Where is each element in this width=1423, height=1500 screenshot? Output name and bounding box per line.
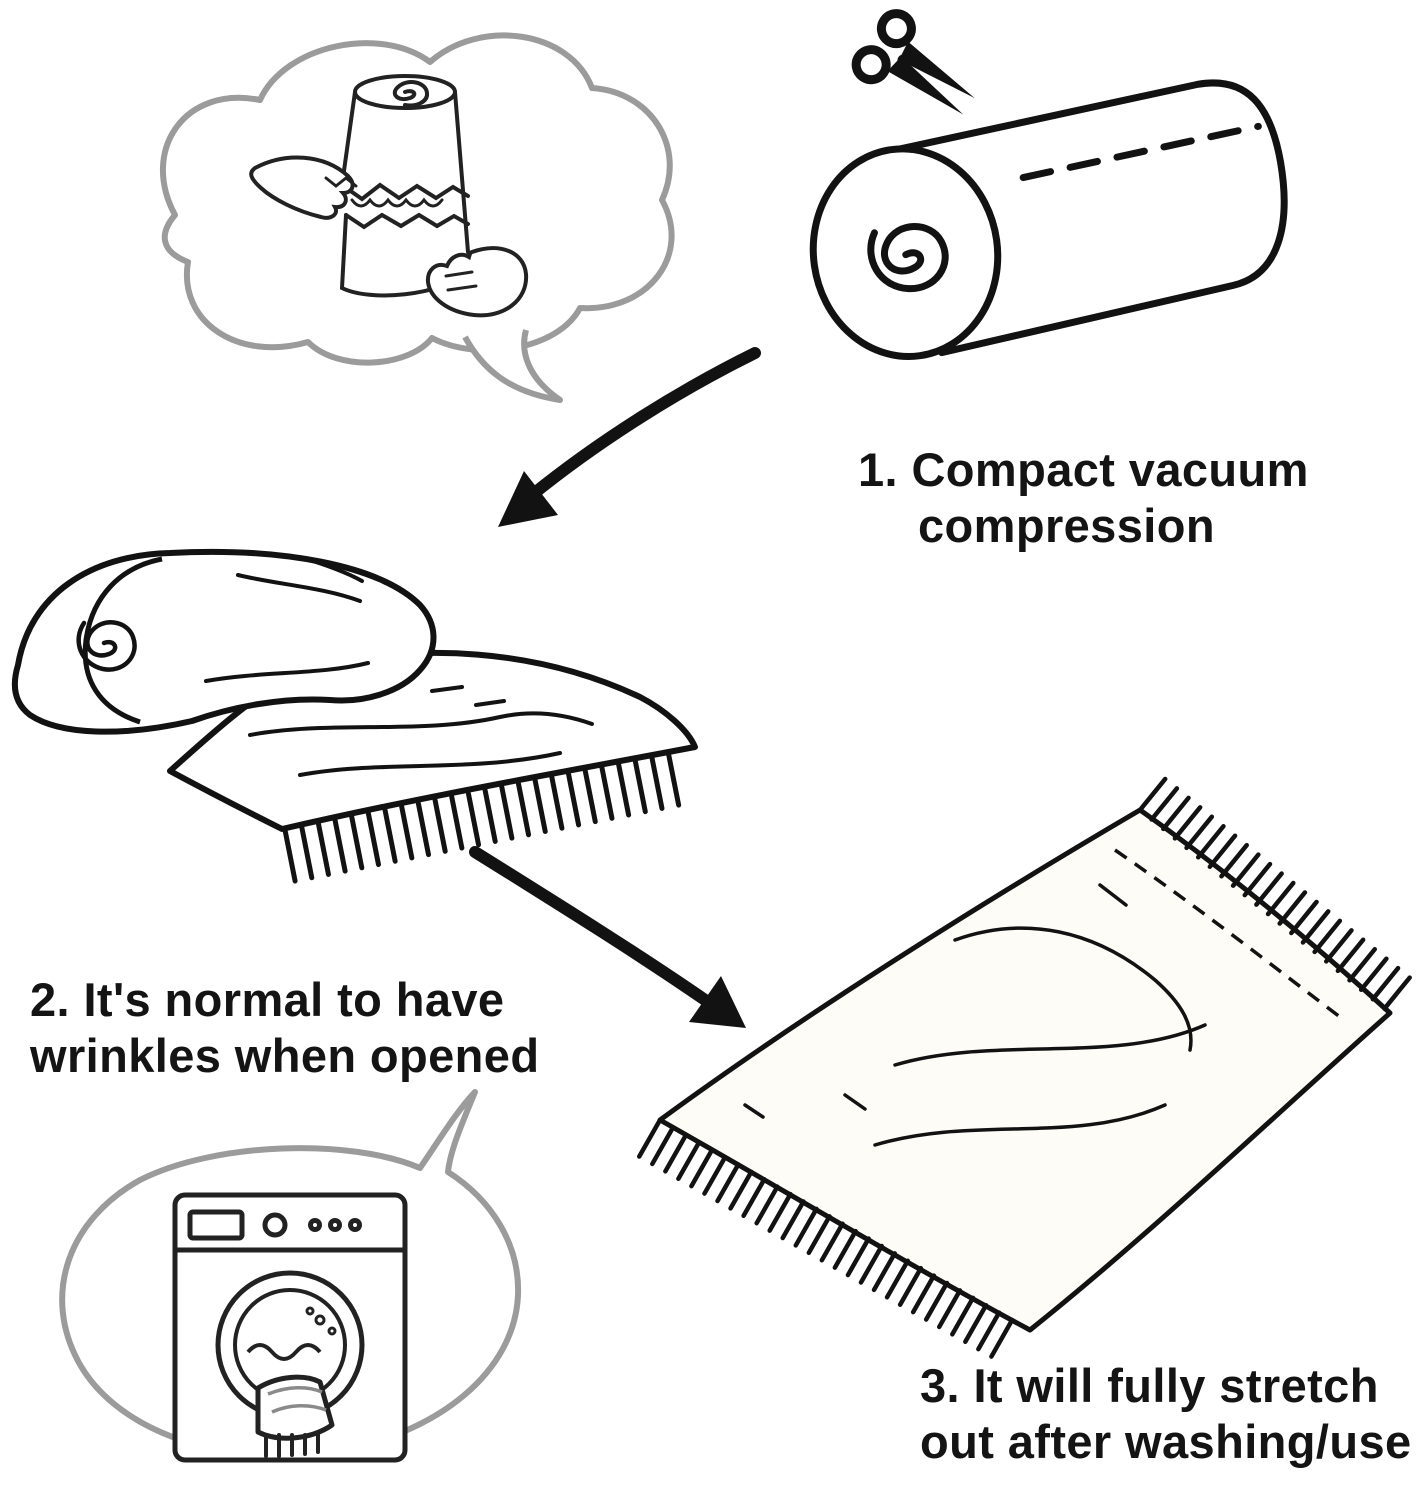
step-3-line-1: 3. It will fully stretch xyxy=(920,1359,1379,1412)
rug-fringe-bottom xyxy=(637,1117,1015,1359)
dashed-cut-line xyxy=(1019,122,1262,182)
step-3-label: 3. It will fully stretch out after washi… xyxy=(920,1358,1412,1471)
thought-cloud-outline xyxy=(159,32,675,366)
scissors-icon xyxy=(851,9,975,115)
roll-spiral xyxy=(867,223,949,293)
left-hand xyxy=(249,155,355,220)
washing-machine-drawing xyxy=(172,1192,408,1463)
unrolled-blanket-illustration xyxy=(11,548,698,884)
blanket-roll xyxy=(11,548,437,735)
blanket-fringe xyxy=(282,751,682,884)
torn-edge-top xyxy=(340,182,470,202)
roll-crease-lines xyxy=(204,555,370,683)
step-1-label: 1. Compact vacuum compression xyxy=(858,442,1309,555)
step-1-line-2: compression xyxy=(918,499,1215,553)
step-1-line-1: 1. Compact vacuum xyxy=(858,443,1309,496)
arrow-down-right-icon xyxy=(469,846,746,1028)
thought-cloud-tail xyxy=(462,329,563,403)
package-roll-spiral xyxy=(392,80,429,108)
roll-spiral xyxy=(76,620,137,672)
torn-edge-bottom xyxy=(344,212,470,230)
crumpled-blanket-in-tear xyxy=(350,197,444,208)
blanket-fringe-in-washer xyxy=(264,1431,320,1458)
sheet-wrinkle-lines xyxy=(248,685,594,777)
washer-display xyxy=(187,1209,245,1241)
water-wave xyxy=(246,1343,322,1361)
rug-dashed-seam xyxy=(1114,848,1342,1019)
step-2-line-1: 2. It's normal to have xyxy=(30,973,505,1026)
rug-wrinkle-lines xyxy=(743,883,1207,1147)
step-3-line-2: out after washing/use xyxy=(920,1415,1412,1469)
spread-blanket-illustration xyxy=(637,776,1412,1359)
rug-fringe-top xyxy=(1137,776,1412,1011)
rug-body xyxy=(657,807,1393,1333)
thought-bubble-package-illustration xyxy=(159,32,675,403)
step-2-label: 2. It's normal to have wrinkles when ope… xyxy=(30,972,539,1085)
arrow-down-left-icon xyxy=(498,347,761,527)
right-hand xyxy=(425,246,529,318)
compressed-roll-illustration xyxy=(809,79,1288,360)
washing-machine-speech-bubble-illustration xyxy=(59,1089,522,1463)
step-2-line-2: wrinkles when opened xyxy=(30,1029,540,1083)
washer-knob xyxy=(262,1212,288,1238)
vacuum-package-drawing xyxy=(249,74,529,318)
